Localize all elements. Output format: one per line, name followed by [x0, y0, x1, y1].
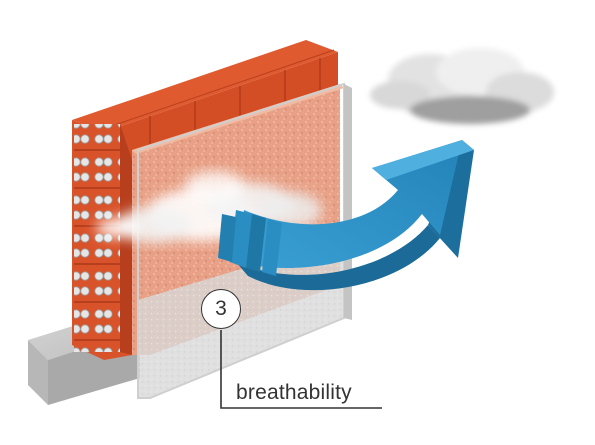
- callout-leader: [220, 330, 382, 409]
- callout-label: breathability: [236, 381, 352, 404]
- curved-arrow-icon: [218, 140, 474, 291]
- brick-wall: [72, 40, 338, 360]
- cloud-icon: [370, 48, 554, 124]
- callout-number-badge: 3: [201, 289, 241, 329]
